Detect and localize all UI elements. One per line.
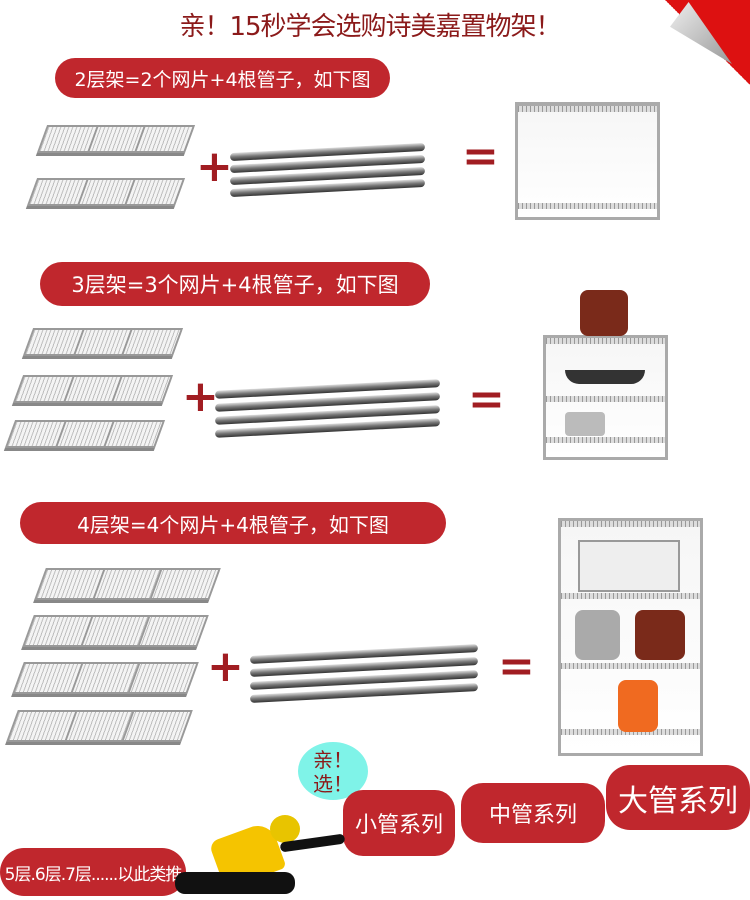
wire-shelf: [26, 178, 186, 206]
wire-shelf: [6, 710, 193, 742]
blender-image: [618, 680, 658, 732]
wire-shelf: [22, 328, 184, 356]
wire-shelf: [34, 568, 221, 600]
wok-image: [565, 370, 645, 384]
speech-bubble: 亲！选！: [298, 742, 368, 800]
section-2-tier-label: 2层架=2个网片+4根管子，如下图: [55, 58, 390, 98]
rack-3-tier-image: [543, 335, 668, 460]
page-title: 亲！15秒学会选购诗美嘉置物架！: [179, 12, 561, 42]
equals-sign: =: [462, 131, 499, 182]
small-tube-series-button[interactable]: 小管系列: [343, 790, 455, 856]
rice-cooker-image: [580, 290, 628, 336]
rice-cooker-image: [635, 610, 685, 660]
person-helmet: [270, 815, 300, 843]
wire-shelf: [12, 375, 174, 403]
pot-image: [565, 412, 605, 436]
bubble-line-2: 选！: [313, 772, 353, 796]
medium-tube-series-button[interactable]: 中管系列: [461, 783, 605, 843]
wire-shelf: [36, 125, 196, 153]
plus-sign: +: [182, 371, 219, 422]
wire-shelf: [4, 420, 166, 448]
section-4-tier-label: 4层架=4个网片+4根管子，如下图: [20, 502, 446, 544]
wire-shelf: [12, 662, 199, 694]
equals-sign: =: [468, 374, 505, 425]
rice-cooker-image: [575, 610, 620, 660]
bubble-line-1: 亲！: [313, 748, 353, 772]
large-tube-series-button[interactable]: 大管系列: [606, 765, 750, 830]
section-3-tier-label: 3层架=3个网片+4根管子，如下图: [40, 262, 430, 306]
plus-sign: +: [196, 141, 233, 192]
equals-sign: =: [498, 641, 535, 692]
person-legs: [175, 872, 295, 894]
microwave-image: [578, 540, 680, 592]
more-tiers-label: 5层.6层.7层......以此类推: [0, 848, 186, 896]
plus-sign: +: [207, 641, 244, 692]
wire-shelf: [22, 615, 209, 647]
rack-2-tier-image: [515, 102, 660, 220]
